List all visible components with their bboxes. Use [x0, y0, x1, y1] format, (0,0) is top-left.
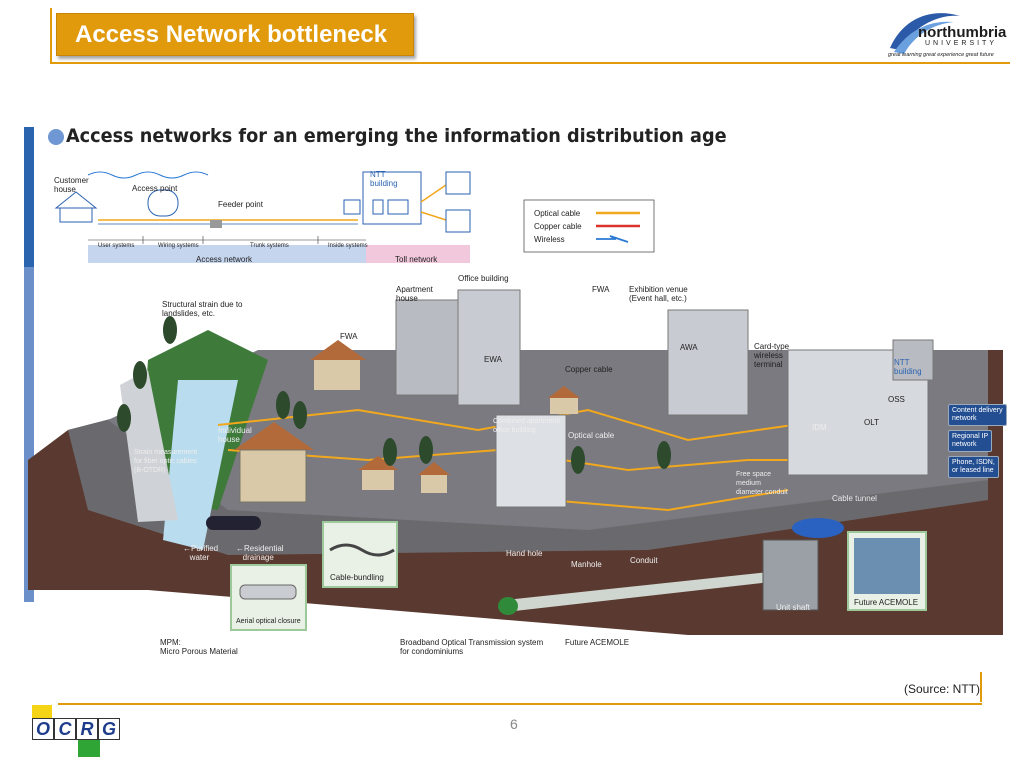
label-trunk-systems: Trunk systems — [250, 243, 289, 249]
label-access-network: Access network — [196, 255, 253, 264]
network-diagram: Customer house Access point Feeder point… — [28, 160, 1007, 660]
ocrg-letter-g: G — [98, 718, 120, 740]
label-regional-ip: Regional IP network — [948, 430, 993, 452]
legend-wireless: Wireless — [534, 235, 565, 244]
label-olt: OLT — [864, 418, 879, 427]
source-note: (Source: NTT) — [904, 682, 981, 696]
diagram-graphics — [28, 171, 1003, 635]
title-rule-vertical — [50, 8, 52, 64]
page-number: 6 — [510, 716, 518, 732]
scene-trees — [117, 316, 671, 474]
label-exhibition-venue: Exhibition venue (Event hall, etc.) — [629, 285, 688, 303]
bullet-icon — [48, 129, 64, 145]
label-wiring-systems: Wiring systems — [158, 243, 199, 249]
label-phone-isdn: Phone, ISDN, or leased line — [948, 456, 999, 478]
label-inside-systems: Inside systems — [328, 243, 368, 249]
ocrg-yellow-square — [32, 705, 52, 719]
label-cable-bundling: Cable-bundling — [330, 573, 384, 582]
label-card-type-terminal: Card-type wireless terminal — [754, 342, 790, 369]
slide-heading: Access networks for an emerging the info… — [66, 125, 727, 147]
label-access-point: Access point — [132, 184, 178, 193]
label-apartment-house: Apartment house — [396, 285, 433, 303]
northumbria-logo — [884, 6, 1020, 66]
legend-box — [523, 199, 655, 253]
label-free-space-conduit: Free space medium diameter conduit — [736, 471, 788, 496]
label-fwa-right: FWA — [592, 285, 610, 294]
label-toll-network: Toll network — [395, 255, 438, 264]
label-feeder-point: Feeder point — [218, 200, 263, 209]
scene-buildings — [234, 289, 934, 508]
side-accent-bar-top — [24, 127, 34, 267]
label-content-delivery: Content delivery network — [948, 404, 1007, 426]
title-rule-horizontal — [50, 62, 1010, 64]
label-residential-drainage: ←Residential drainage — [236, 544, 284, 562]
label-conduit: Conduit — [630, 556, 658, 565]
label-individual-house: Individual house — [218, 426, 252, 444]
inset-boxes — [230, 521, 927, 631]
ocrg-letter-r: R — [76, 718, 98, 740]
label-awa: AWA — [680, 343, 698, 352]
swoosh-icon — [890, 13, 960, 55]
ocrg-logo: O C R G — [28, 705, 138, 761]
label-strain-measurement: Strain measurement for fiber optic cable… — [134, 449, 198, 474]
label-office-building: Office building — [458, 274, 509, 283]
source-rule — [980, 672, 982, 702]
logo-university: UNIVERSITY — [925, 40, 998, 47]
legend-optical-cable: Optical cable — [534, 209, 581, 218]
label-future-acemole-box: Future ACEMOLE — [854, 598, 919, 607]
label-oss: OSS — [888, 395, 905, 404]
footer-rule — [58, 703, 982, 705]
logo-tagline: great learning great experience great fu… — [888, 52, 994, 58]
label-idm: IDM — [812, 423, 827, 432]
label-ntt-building-schematic: NTT building — [370, 170, 398, 188]
label-mpm: MPM: Micro Porous Material — [160, 638, 238, 656]
legend-copper-cable: Copper cable — [534, 222, 582, 231]
label-unit-shaft: Unit shaft — [776, 603, 810, 612]
label-broadband: Broadband Optical Transmission system fo… — [400, 638, 544, 656]
label-ewa: EWA — [484, 355, 502, 364]
label-customer-house: Customer house — [54, 176, 89, 194]
scene-underground — [206, 516, 844, 615]
ocrg-letter-c: C — [54, 718, 76, 740]
label-ntt-building-scene: NTT building — [894, 358, 922, 376]
label-fwa-left: FWA — [340, 332, 358, 341]
label-user-systems: User systems — [98, 243, 135, 249]
label-purified-water: ←Purified water — [183, 544, 219, 562]
logo-wordmark: northumbria — [918, 24, 1007, 41]
label-copper-cable: Copper cable — [565, 365, 613, 374]
schematic-panel — [54, 171, 471, 263]
label-aerial-closure: Aerial optical closure — [236, 618, 301, 625]
label-manhole: Manhole — [571, 560, 602, 569]
label-future-acemole: Future ACEMOLE — [565, 638, 630, 647]
label-structural-strain: Structural strain due to landslides, etc… — [162, 300, 243, 318]
label-hand-hole: Hand hole — [506, 549, 543, 558]
ocrg-letter-o: O — [32, 718, 54, 740]
slide-title: Access Network bottleneck — [56, 13, 414, 56]
label-cable-tunnel: Cable tunnel — [832, 494, 877, 503]
side-accent-bar — [24, 127, 34, 602]
label-optical-cable: Optical cable — [568, 431, 615, 440]
ocrg-green-square — [78, 739, 100, 757]
label-combined-apartment: Combined apartment/ office building — [493, 418, 561, 434]
